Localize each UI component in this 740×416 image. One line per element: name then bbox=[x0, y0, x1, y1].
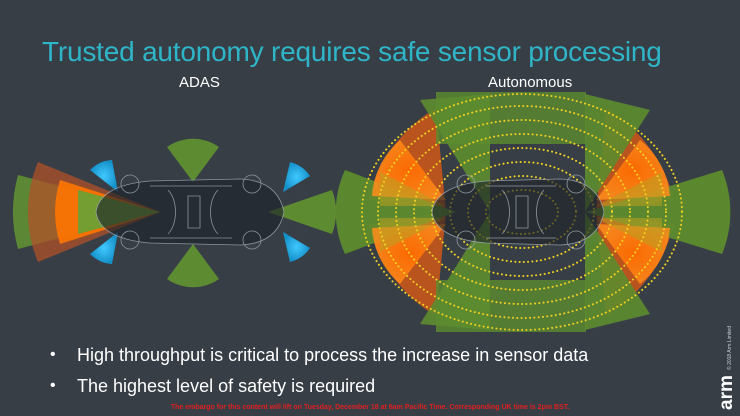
auto-green-top-band bbox=[436, 92, 586, 144]
bullet-text: High throughput is critical to process t… bbox=[77, 345, 589, 365]
bullet-item: • High throughput is critical to process… bbox=[50, 343, 588, 374]
autonomous-label: Autonomous bbox=[488, 74, 573, 91]
bullet-marker: • bbox=[50, 377, 56, 394]
autonomous-diagram bbox=[335, 92, 731, 332]
bullet-item: • The highest level of safety is require… bbox=[50, 374, 588, 405]
adas-blue-front-top bbox=[90, 160, 118, 192]
auto-green-rear-wedge bbox=[586, 170, 731, 254]
slide-title: Trusted autonomy requires safe sensor pr… bbox=[42, 36, 662, 67]
adas-blue-rear-bottom bbox=[283, 232, 310, 262]
auto-green-bottom-band bbox=[436, 280, 586, 332]
auto-overlap-left-top bbox=[380, 172, 446, 206]
adas-top-side-cone bbox=[167, 138, 219, 182]
adas-label: ADAS bbox=[179, 74, 220, 91]
autonomous-car-icon bbox=[431, 174, 605, 250]
adas-car-icon bbox=[95, 174, 285, 250]
bullet-list: • High throughput is critical to process… bbox=[50, 343, 588, 405]
brand-block: © 2018 Arm Limited arm bbox=[716, 324, 738, 410]
adas-diagram bbox=[13, 138, 337, 288]
copyright-text: © 2018 Arm Limited bbox=[727, 326, 733, 370]
adas-blue-front-bottom bbox=[90, 232, 118, 264]
adas-bottom-side-cone bbox=[167, 244, 219, 288]
auto-overlap-right-bottom bbox=[596, 218, 662, 252]
embargo-notice: The embargo for this content will lift o… bbox=[170, 404, 570, 411]
adas-rear-cone bbox=[268, 190, 337, 234]
auto-overlap-left-bottom bbox=[380, 218, 446, 252]
bullet-marker: • bbox=[50, 346, 56, 363]
bullet-text: The highest level of safety is required bbox=[77, 376, 376, 396]
arm-logo: arm bbox=[716, 375, 737, 410]
adas-blue-rear-top bbox=[283, 162, 310, 192]
auto-overlap-right-top bbox=[596, 172, 662, 206]
